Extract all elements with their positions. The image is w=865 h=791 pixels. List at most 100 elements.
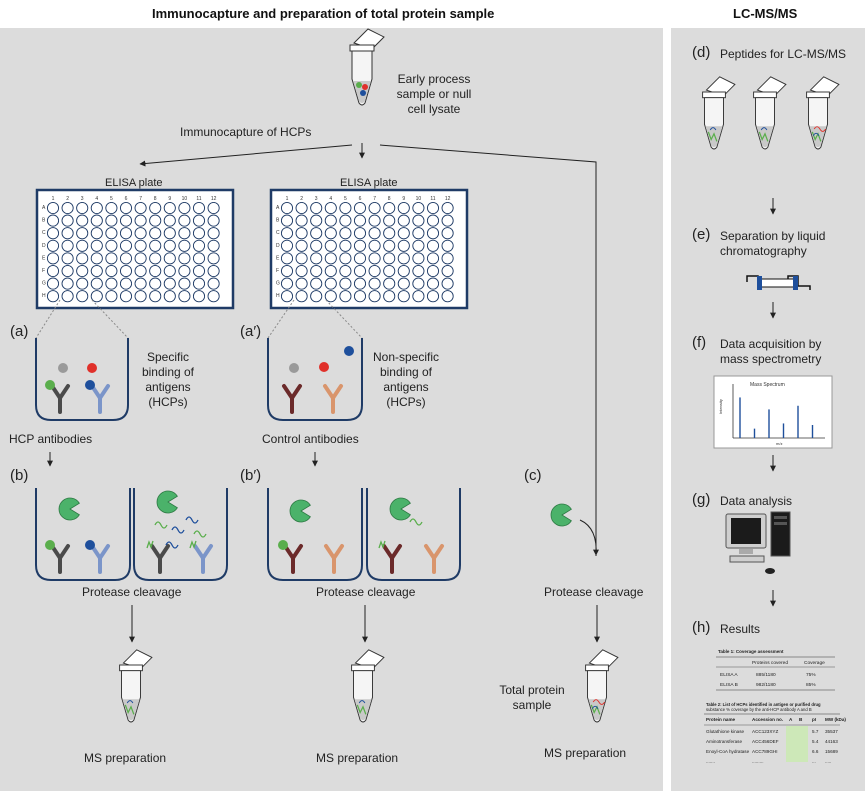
table1-cell: 85% bbox=[806, 682, 816, 688]
plate-row-label: H bbox=[42, 293, 46, 299]
table2-header: pI bbox=[812, 717, 816, 722]
plate-well bbox=[163, 214, 176, 227]
plate-well bbox=[383, 252, 396, 265]
free-peptide bbox=[165, 541, 179, 549]
step-a-label: (a) bbox=[10, 323, 29, 340]
table2-cell: 5.7 bbox=[812, 729, 819, 734]
nonspecific-binding-label: Non-specific binding of antigens (HCPs) bbox=[366, 350, 446, 410]
plate-well bbox=[61, 252, 74, 265]
plate-well bbox=[178, 252, 191, 265]
plate-well bbox=[149, 214, 162, 227]
plate-well bbox=[76, 239, 89, 252]
table1-caption: Table 1: Coverage assessment bbox=[718, 649, 784, 654]
plate-well bbox=[280, 227, 294, 240]
separation-line-1: Separation by liquid bbox=[720, 229, 826, 243]
plate-column-label: 3 bbox=[81, 196, 84, 202]
plate-well bbox=[207, 264, 220, 278]
plate-well bbox=[119, 239, 133, 252]
peptides-label: Peptides for LC-MS/MS bbox=[720, 47, 847, 61]
plate-well bbox=[90, 201, 103, 215]
total-protein-line-1: Total protein bbox=[499, 683, 565, 697]
protease-enzyme bbox=[289, 499, 311, 523]
table2-cell: 44163 bbox=[825, 739, 838, 744]
table2-cell: ... bbox=[812, 759, 816, 764]
plate-well bbox=[163, 264, 176, 278]
plate-column-label: 1 bbox=[52, 196, 55, 202]
microcentrifuge-tube-icon bbox=[585, 649, 619, 723]
nonspecific-line-2: binding of bbox=[379, 365, 433, 379]
plate-column-label: 6 bbox=[125, 196, 128, 202]
chromatography-column-icon bbox=[746, 275, 811, 290]
antigen-blue bbox=[344, 346, 354, 356]
well-a bbox=[35, 338, 129, 421]
plate-well bbox=[46, 277, 60, 290]
table2-cell: ACC123XYZ bbox=[752, 729, 778, 734]
plate-well bbox=[412, 239, 425, 252]
table2-header: A bbox=[789, 717, 793, 722]
plate-well bbox=[339, 214, 352, 227]
plate-well bbox=[412, 201, 425, 215]
plate-well bbox=[397, 201, 410, 215]
plate-well bbox=[207, 277, 220, 290]
total-protein-line-2: sample bbox=[512, 698, 552, 712]
plate-column-label: 10 bbox=[416, 196, 422, 202]
plate-row-label: E bbox=[42, 255, 46, 261]
plate-well bbox=[426, 290, 440, 303]
step-b-prime-label: (b′) bbox=[240, 467, 262, 484]
left-header: Immunocapture and preparation of total p… bbox=[152, 6, 495, 21]
tube-layer bbox=[119, 28, 840, 723]
plate-well bbox=[163, 277, 176, 290]
plate-well bbox=[119, 277, 133, 290]
ms-preparation-right: MS preparation bbox=[544, 746, 627, 760]
step-h-label: (h) bbox=[692, 619, 711, 636]
table2-cell: ACC456DEF bbox=[752, 739, 779, 744]
plate-well bbox=[90, 277, 103, 290]
nonspecific-line-1: Non-specific bbox=[372, 350, 440, 364]
plate-row-label: C bbox=[276, 230, 280, 236]
plate-well bbox=[61, 201, 74, 215]
plate-well bbox=[310, 264, 323, 278]
plate-well bbox=[105, 290, 118, 303]
specific-line-4: (HCPs) bbox=[148, 395, 188, 409]
plate-column-label: 12 bbox=[445, 196, 451, 202]
plate-well bbox=[353, 277, 367, 290]
plate-well bbox=[119, 214, 133, 227]
bound-peptide bbox=[378, 540, 386, 549]
step-a-prime-label: (a′) bbox=[240, 323, 262, 340]
plate-column-label: 7 bbox=[139, 196, 142, 202]
plate-well bbox=[280, 252, 294, 265]
plate-well bbox=[383, 201, 396, 215]
antibody bbox=[45, 540, 70, 574]
plate-well bbox=[310, 290, 323, 303]
plate-well bbox=[134, 239, 147, 252]
plate-well bbox=[207, 290, 220, 303]
plate-well bbox=[412, 227, 425, 240]
plate-well bbox=[280, 264, 294, 278]
plate-column-label: 11 bbox=[196, 196, 201, 202]
bound-antigen bbox=[278, 540, 288, 550]
plate-well bbox=[207, 201, 220, 215]
plate-well bbox=[397, 290, 410, 303]
plate-well bbox=[46, 227, 60, 240]
table2-cell: Glutathione kinase bbox=[706, 729, 744, 734]
antigen-gray bbox=[289, 363, 299, 373]
plate-column-label: 5 bbox=[110, 196, 113, 202]
plate-well bbox=[426, 214, 440, 227]
plate-well bbox=[46, 201, 60, 215]
data-acquisition-label: Data acquisition by mass spectrometry bbox=[720, 337, 821, 367]
plate-well bbox=[353, 214, 367, 227]
plate-row-label: G bbox=[42, 281, 46, 287]
microcentrifuge-tube-icon bbox=[349, 28, 385, 106]
plate-well bbox=[426, 252, 440, 265]
plate-well bbox=[324, 227, 337, 240]
plate-well bbox=[119, 227, 133, 240]
plate-well bbox=[192, 277, 206, 290]
plate-well bbox=[76, 227, 89, 240]
plate-well bbox=[134, 201, 147, 215]
antibody bbox=[378, 540, 402, 574]
spectrum-title: Mass Spectrum bbox=[750, 382, 785, 388]
table1-cell: ELISA A bbox=[720, 672, 738, 678]
plate-well bbox=[149, 201, 162, 215]
well-b-prime-cleaved bbox=[366, 488, 461, 581]
